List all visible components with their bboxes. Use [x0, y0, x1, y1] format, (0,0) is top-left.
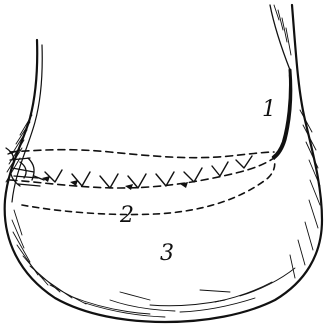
label-3: 3 — [160, 241, 174, 266]
stitch-mark — [125, 184, 133, 190]
bottom-hatching — [70, 268, 295, 317]
right-wall-top — [270, 5, 290, 70]
line-2-stitched — [10, 150, 274, 190]
label-2: 2 — [119, 203, 134, 228]
label-1: 1 — [262, 97, 276, 122]
